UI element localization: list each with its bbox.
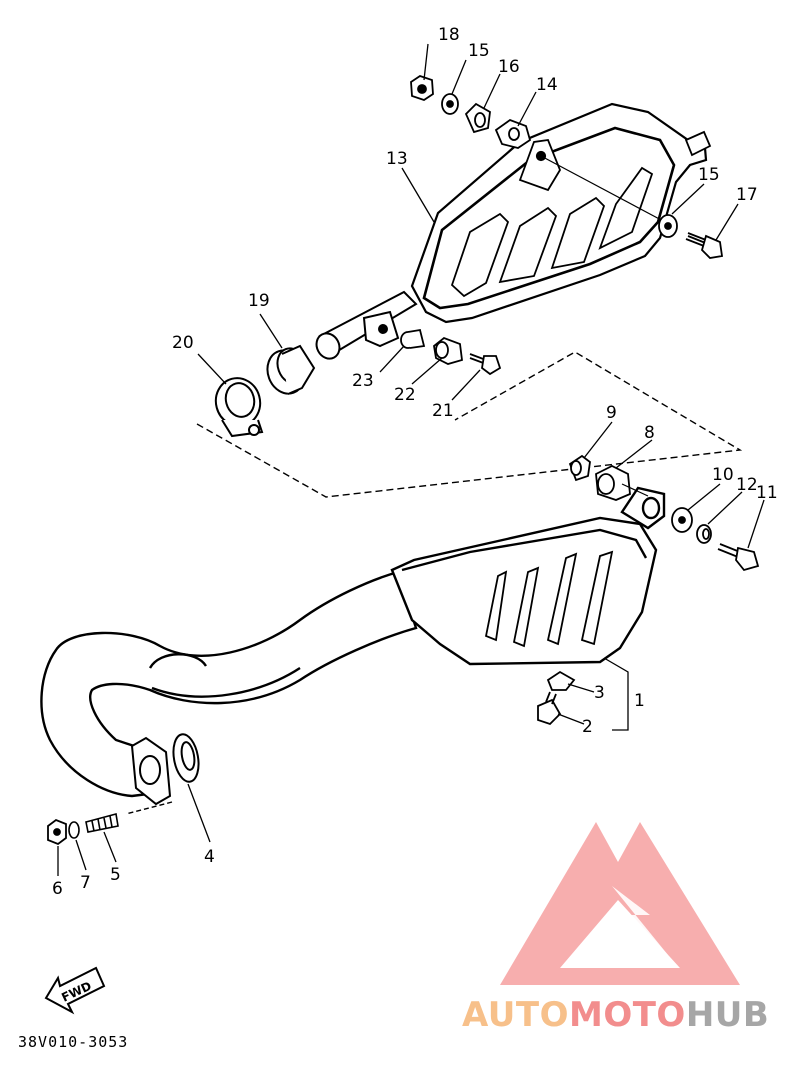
collar-22-icon xyxy=(433,336,463,365)
damper-23-icon xyxy=(400,328,426,349)
washer-15-icon xyxy=(441,93,459,115)
callout-11: 11 xyxy=(756,483,778,503)
callout-18: 18 xyxy=(438,25,460,45)
callout-12: 12 xyxy=(736,475,758,495)
callout-22: 22 xyxy=(394,385,416,405)
callout-2: 2 xyxy=(582,717,593,737)
callout-16: 16 xyxy=(498,57,520,77)
callout-3: 3 xyxy=(594,683,605,703)
watermark-moto: MOTO xyxy=(568,995,686,1035)
muffler-upper xyxy=(410,102,712,324)
callout-14: 14 xyxy=(536,75,558,95)
washer-15b-icon xyxy=(658,214,678,238)
stud-bolt-5-icon xyxy=(85,813,119,833)
callout-5: 5 xyxy=(110,865,121,885)
automotohub-logo-icon xyxy=(500,822,740,985)
damper-14-icon xyxy=(494,118,532,149)
callout-6: 6 xyxy=(52,879,63,899)
nut-18-icon xyxy=(410,75,434,101)
muffler-inlet-pipe xyxy=(315,290,418,360)
leader-lines xyxy=(57,43,765,876)
damper-9-icon xyxy=(568,454,591,482)
bolt-11-icon xyxy=(717,543,760,572)
callout-17: 17 xyxy=(736,185,758,205)
callout-9: 9 xyxy=(606,403,617,423)
assembly-bracket-1 xyxy=(603,657,629,731)
exhaust-pipe-lower xyxy=(40,570,418,798)
washer-10-icon xyxy=(671,507,693,533)
callout-19: 19 xyxy=(248,291,270,311)
callout-15: 15 xyxy=(468,41,490,61)
callout-13: 13 xyxy=(386,149,408,169)
clip-3-icon xyxy=(546,670,576,691)
bolt-21-icon xyxy=(469,353,502,376)
gasket-19-icon xyxy=(266,344,316,395)
callout-20: 20 xyxy=(172,333,194,353)
nut-6-icon xyxy=(47,818,67,846)
callout-15b: 15 xyxy=(698,165,720,185)
damper-12-icon xyxy=(696,524,712,544)
watermark-hub: HUB xyxy=(685,995,770,1035)
washer-7-icon xyxy=(68,821,80,839)
clamp-20-icon xyxy=(214,377,264,438)
collar-8-icon xyxy=(595,464,631,501)
callout-21: 21 xyxy=(432,401,454,421)
collar-16-icon xyxy=(464,102,491,134)
callout-10: 10 xyxy=(712,465,734,485)
muffler-lower xyxy=(390,486,666,666)
callout-23: 23 xyxy=(352,371,374,391)
watermark-brand: AUTOMOTOHUB xyxy=(462,995,769,1035)
dashed-group-outline-upper xyxy=(196,351,743,498)
watermark-auto: AUTO xyxy=(462,995,569,1035)
fwd-arrow-icon xyxy=(44,966,106,1015)
callout-4: 4 xyxy=(204,847,215,867)
screw-2-icon xyxy=(537,691,562,726)
callout-1: 1 xyxy=(634,691,645,711)
gasket-4-icon xyxy=(172,733,200,783)
callout-8: 8 xyxy=(644,423,655,443)
pipe-flange xyxy=(130,736,172,806)
bolt-17-icon xyxy=(685,232,724,259)
callout-7: 7 xyxy=(80,873,91,893)
diagram-reference-code: 38V010-3053 xyxy=(18,1033,129,1051)
